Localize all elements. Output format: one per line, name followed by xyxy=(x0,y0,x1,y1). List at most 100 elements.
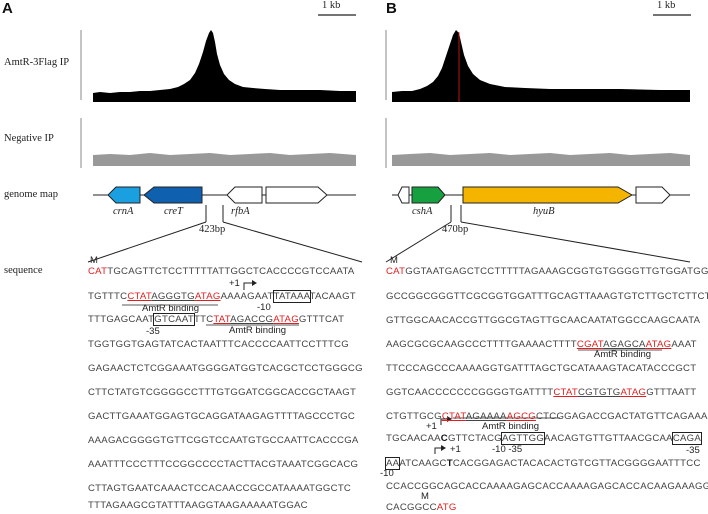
amtr-label-b2: AmtR binding xyxy=(482,421,540,432)
seq-b-box-1: AGTTGG xyxy=(501,432,546,445)
tss-label-b1: +1 xyxy=(426,421,437,432)
seq-b-l9-b: ATCAAGC xyxy=(399,458,447,469)
zoom-line-a-right xyxy=(222,221,363,263)
seq-a-minus35-box: GTCAAT xyxy=(153,313,195,326)
seq-b-line-7: CTGTTGCGCTATAGAAAAAGCGCTCGGAGACCGACTATGT… xyxy=(386,411,708,422)
seq-a-l3-c: TTC xyxy=(193,314,214,325)
minus35-label-a: -35 xyxy=(146,326,160,337)
tss-arrowhead-a xyxy=(252,280,257,286)
gene-label-hyuB: hyuB xyxy=(533,206,555,217)
zoom-line-b-left xyxy=(385,221,452,263)
seq-b-l7-spacer: AGAAAA xyxy=(465,411,507,422)
seq-b-l1-rest: GGTAATGAGCTCCTTTTTAGAAAGCGGTGTGGGGTTGTGG… xyxy=(405,266,708,277)
seq-a-l2-spacer: AGGGTG xyxy=(151,291,195,302)
seq-b-l11-a: CACGGCC xyxy=(386,502,437,513)
seq-b-start-codon: CAT xyxy=(386,266,406,277)
minus35-label-b: -35 xyxy=(686,445,700,456)
gene-label-cshA: cshA xyxy=(412,206,433,217)
track-label-map: genome map xyxy=(4,189,58,200)
amtr-label-a1: AmtR binding xyxy=(142,303,200,314)
seq-b-motif-4: ATAG xyxy=(620,387,647,398)
seq-b-l6-a: GGTCAACCCCCCCGGGGTGATTTT xyxy=(386,387,554,398)
seq-b-line-9: AAATCAAGCTCACGGAGACTACACACTGTCGTTACGGGGA… xyxy=(384,457,701,470)
seq-a-line-1: CATTGCAGTTCTCCTTTTTATTGGCTCACCCCGTCCAATA xyxy=(88,266,355,277)
seq-b-motif-2: ATAG xyxy=(645,339,672,350)
seq-a-line-3: TTTGAGCAATGTCAATTTCTATAGACCGATAGGTTTCAT xyxy=(88,313,344,326)
scale-label-b: 1 kb xyxy=(657,0,676,11)
seq-b-line-6: GGTCAACCCCCCCGGGGTGATTTTCTATCGTGTGATAGGT… xyxy=(386,387,696,398)
tss-arrow-b2 xyxy=(434,447,442,454)
seq-a-motif-1: CTAT xyxy=(127,291,152,302)
neg-ip-band-b xyxy=(392,153,690,166)
seq-b-line-2: GCCGGCGGGTTCGCGGTGGATTTGCAGTTAAAGTGTCTTG… xyxy=(386,291,708,302)
seq-a-line-2: TGTTTCCTATAGGGTGATAGAAAAGAATTATAAATACAAG… xyxy=(88,290,356,303)
seq-b-start-codon-end: ATG xyxy=(436,502,457,513)
seq-a-line-5: GAGAACTCTCGGAAATGGGGATGGTCACGCTCCTGGGCG xyxy=(88,363,363,374)
chip-peak-b xyxy=(392,30,690,102)
seq-a-line-6: CTTCTATGTCGGGGCCTTTGTGGATCGGCACCGCTAAGT xyxy=(88,387,357,398)
seq-b-motif-5: CTAT xyxy=(441,411,466,422)
neg-ip-band-a xyxy=(93,153,356,166)
track-label-seq: sequence xyxy=(4,265,43,276)
seq-b-minus35-box: CAGA xyxy=(671,432,703,445)
tss-label-a: +1 xyxy=(229,278,240,289)
gene-arrow-creT xyxy=(143,186,203,204)
zoom-line-b-right xyxy=(460,221,691,263)
tss-arrow-a xyxy=(243,282,252,290)
gene-arrow-b-right xyxy=(635,186,671,204)
gene-arrow-b-small xyxy=(397,186,410,204)
chip-peak-a xyxy=(93,30,356,102)
amtr-label-b1: AmtR binding xyxy=(594,349,652,360)
seq-b-tss-base-1: C xyxy=(440,433,448,444)
seq-b-line-11: CACGGCCATG xyxy=(386,502,457,513)
scale-label-a: 1 kb xyxy=(322,0,341,11)
seq-b-motif-3: CTAT xyxy=(553,387,578,398)
gene-arrow-rfbA-1 xyxy=(226,186,263,204)
seq-b-line-10: CCACCGGCAGCACCAAAAGAGCACCAAAAGAGCACCACAA… xyxy=(386,481,708,492)
seq-b-l4-spacer: AGAGCA xyxy=(603,339,646,350)
seq-b-line-8: TGCAACAACGTTCTACGAGTTGGAACAGTGTTGTTAACGC… xyxy=(386,432,703,445)
gene-label-crnA: crnA xyxy=(113,206,134,217)
seq-b-l8-c: GTTCTACG xyxy=(447,433,503,444)
tss-arrow-b1 xyxy=(440,418,448,425)
seq-b-l8-e: AACAGTGTTGTTAACGCAA xyxy=(544,433,673,444)
seq-a-motif-2: ATAG xyxy=(194,291,221,302)
gene-arrow-hyuB xyxy=(462,186,634,204)
seq-b-l4-a: AAGCGCGCAAGCCCTTTTGAAAACTTTT xyxy=(386,339,577,350)
gene-label-rfbA: rfbA xyxy=(231,206,250,217)
minus10-label-a: -10 xyxy=(257,302,271,313)
seq-a-l1-rest: TGCAGTTCTCCTTTTTATTGGCTCACCCCGTCCAATA xyxy=(107,266,355,277)
amtr-label-a2: AmtR binding xyxy=(229,325,287,336)
seq-a-l3-spacer: AGACCG xyxy=(230,314,274,325)
seq-b-minus10-box: AA xyxy=(384,457,401,470)
track-label-neg: Negative IP xyxy=(4,133,54,144)
gene-arrow-cshA xyxy=(411,186,446,204)
seq-b-l7-a: CTGTTGCG xyxy=(386,411,442,422)
zoom-line-a-left xyxy=(87,221,207,263)
minus10-35-label-b: -10 -35 xyxy=(492,444,523,455)
seq-b-line-5: TTCCCAGCCCAAAAGGTGATTTAGCTGCATAAAGTACATA… xyxy=(386,363,697,374)
region-length-a: 423bp xyxy=(199,224,226,235)
stop-marker-b: M xyxy=(421,491,429,502)
seq-b-l9-d: CACGGAGACTACACACTGTCGTTACGGGGAATTTCC xyxy=(452,458,701,469)
seq-b-l6-e: GTTTAATT xyxy=(646,387,697,398)
seq-a-motif-4: ATAG xyxy=(273,314,299,325)
seq-a-l2-e: AAAAGAAT xyxy=(220,291,274,302)
seq-b-line-4: AAGCGCGCAAGCCCTTTTGAAAACTTTTCGATAGAGCAAT… xyxy=(386,339,697,350)
seq-b-l8-a: TGCAACAA xyxy=(386,433,441,444)
seq-b-line-3: GTTGGCAACACCGTTGGCGTAGTTGCAACAATATGGCCAA… xyxy=(386,315,701,326)
minus10-label-b: -10 xyxy=(380,468,394,479)
seq-a-line-7: GACTTGAAATGGAGTGCAGGATAAGAGTTTTAGCCCTGC xyxy=(88,411,356,422)
seq-b-motif-6: AGCG xyxy=(506,411,536,422)
seq-b-tss-base-2: T xyxy=(446,458,453,469)
seq-b-l4-e: AAAT xyxy=(671,339,697,350)
seq-a-line-9: AAATTTCCCTTTCCGGCCCCTACTTACGTAAATCGGCACG xyxy=(88,459,359,470)
seq-a-motif-3: TAT xyxy=(213,314,231,325)
start-marker-a: M xyxy=(90,255,98,266)
seq-a-start-codon: CAT xyxy=(88,266,108,277)
seq-a-line-11: TTTAGAAGCGTATTTAAGGTAAGAAAAATGGAC xyxy=(88,500,308,511)
seq-a-l2-a: TGTTTC xyxy=(88,291,128,302)
seq-b-l7-e: CTCGGAGACCGACTATGTTCAGAAA xyxy=(535,411,708,422)
seq-a-line-8: AAAGACGGGGTGTTCGGTCCAATGTGCCAATTCACCCGA xyxy=(88,435,359,446)
